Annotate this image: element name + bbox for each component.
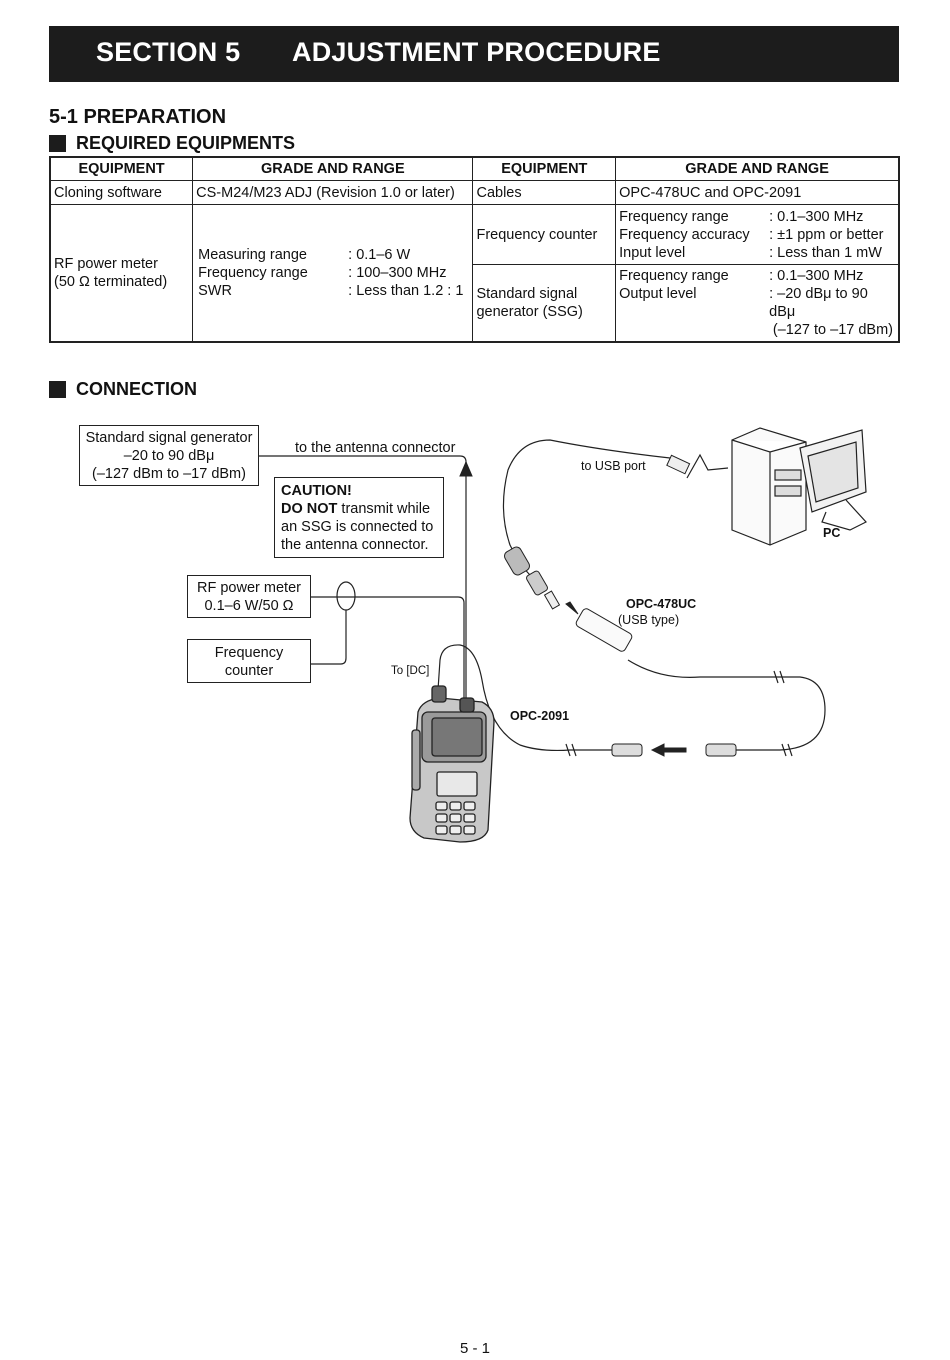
opc2091-label: OPC-2091 <box>510 709 570 723</box>
ferrite-core-icon <box>504 546 530 576</box>
ssg-name-line2: generator (SSG) <box>476 304 583 320</box>
connector-icon <box>611 743 643 757</box>
equipment-grade: Measuring range : 0.1–6 W Frequency rang… <box>192 204 474 343</box>
connection-heading: CONNECTION <box>49 379 197 400</box>
opc478-cable <box>627 659 826 751</box>
column-header: GRADE AND RANGE <box>615 156 900 181</box>
section-title: ADJUSTMENT PROCEDURE <box>292 37 661 67</box>
arrow-icon <box>459 460 473 477</box>
spec-value: : 100–300 MHz <box>348 265 447 281</box>
arrow-icon <box>650 743 687 757</box>
caution-line: an SSG is connected to <box>281 519 434 535</box>
spec-label: SWR <box>198 283 232 299</box>
column-header: EQUIPMENT <box>472 156 617 181</box>
pc-tower-icon <box>731 427 807 546</box>
required-equipments-label: REQUIRED EQUIPMENTS <box>76 133 296 153</box>
spec-value: : 0.1–6 W <box>348 247 411 263</box>
knob-icon <box>431 685 447 703</box>
spec-value: : 0.1–300 MHz <box>769 268 864 284</box>
opc478-label: OPC-478UC <box>626 597 697 611</box>
spec-label: Frequency range <box>198 265 308 281</box>
antenna-connector-icon <box>459 697 475 713</box>
preparation-heading: 5-1 PREPARATION <box>49 106 227 128</box>
to-dc-label: To [DC] <box>391 665 430 677</box>
equipment-name: Cloning software <box>49 180 194 205</box>
rf-meter-name-line1: RF power meter <box>54 256 158 272</box>
equipment-name: RF power meter (50 Ω terminated) <box>49 204 194 343</box>
table-row: Cloning software CS-M24/M23 ADJ (Revisio… <box>49 180 900 205</box>
connector-icon <box>705 743 737 757</box>
opc478-adapter-icon <box>575 608 633 652</box>
spec-label: Frequency accuracy <box>619 226 750 243</box>
connection-label: CONNECTION <box>76 379 197 399</box>
radio-display-icon <box>436 771 478 797</box>
spec-value: : ±1 ppm or better <box>769 226 884 243</box>
arrow-icon <box>565 601 579 615</box>
equipment-grade: OPC-478UC and OPC-2091 <box>615 180 900 205</box>
caution-line: the antenna connector. <box>281 537 429 553</box>
equipment-grade: Frequency range : 0.1–300 MHz Frequency … <box>615 204 900 265</box>
caution-line: transmit while <box>337 501 431 517</box>
ssg-box: Standard signal generator –20 to 90 dBμ … <box>79 425 259 486</box>
ssg-box-line: (–127 dBm to –17 dBm) <box>92 466 246 482</box>
usb-port-label: to USB port <box>581 459 646 473</box>
heading-square-icon <box>49 381 66 398</box>
page-number: 5 - 1 <box>459 1340 490 1357</box>
antenna-connector-label: to the antenna connector <box>295 440 456 456</box>
caution-emphasis: DO NOT <box>281 501 338 517</box>
rf-box-line: 0.1–6 W/50 Ω <box>204 598 294 614</box>
equipment-name: Frequency counter <box>472 204 617 265</box>
caution-box: CAUTION! DO NOT transmit while an SSG is… <box>274 477 444 558</box>
spec-label: Frequency range <box>619 268 729 284</box>
rf-meter-box: RF power meter 0.1–6 W/50 Ω <box>187 575 311 618</box>
equipment-grade: Frequency range : 0.1–300 MHz Output lev… <box>615 264 900 343</box>
dc-cable <box>437 644 615 752</box>
required-equipments-heading: REQUIRED EQUIPMENTS <box>49 133 295 154</box>
section-header-bar: SECTION 5 ADJUSTMENT PROCEDURE <box>49 26 899 82</box>
equipment-name: Standard signal generator (SSG) <box>472 264 617 343</box>
table-row: RF power meter (50 Ω terminated) Measuri… <box>49 204 900 343</box>
spec-label: Output level <box>619 286 697 302</box>
rf-box-line: RF power meter <box>197 580 301 596</box>
rf-meter-cable <box>311 596 465 700</box>
usb-type-label: (USB type) <box>618 613 680 627</box>
fc-box-line: counter <box>224 663 274 679</box>
table-header-row: EQUIPMENT GRADE AND RANGE EQUIPMENT GRAD… <box>49 156 900 181</box>
counter-cable <box>311 610 347 665</box>
spec-label: Measuring range <box>198 247 307 263</box>
ssg-extra: (–127 to –17 dBm) <box>772 322 893 338</box>
caution-title: CAUTION! <box>281 483 352 499</box>
ssg-name-line1: Standard signal <box>476 286 578 302</box>
spec-label: Input level <box>619 244 686 261</box>
rf-meter-name-line2: (50 Ω terminated) <box>54 274 168 290</box>
ssg-box-line: Standard signal generator <box>85 430 253 446</box>
column-header: GRADE AND RANGE <box>192 156 474 181</box>
frequency-counter-box: Frequency counter <box>187 639 311 683</box>
required-equipment-table: EQUIPMENT GRADE AND RANGE EQUIPMENT GRAD… <box>49 156 900 343</box>
ssg-box-line: –20 to 90 dBμ <box>123 448 215 464</box>
pc-label: PC <box>823 526 841 540</box>
equipment-grade: CS-M24/M23 ADJ (Revision 1.0 or later) <box>192 180 474 205</box>
usb-plug-icon <box>666 454 691 475</box>
spec-value: : Less than 1.2 : 1 <box>348 283 464 299</box>
spec-value: : 0.1–300 MHz <box>769 208 864 225</box>
section-number: SECTION 5 <box>96 37 241 67</box>
spec-value: : –20 dBμ to 90 dBμ <box>769 286 868 320</box>
table-row: Standard signal generator (SSG) Frequenc… <box>50 264 900 343</box>
fc-box-line: Frequency <box>214 645 284 661</box>
spec-label: Frequency range <box>619 208 729 225</box>
spec-value: : Less than 1 mW <box>769 244 882 261</box>
heading-square-icon <box>49 135 66 152</box>
